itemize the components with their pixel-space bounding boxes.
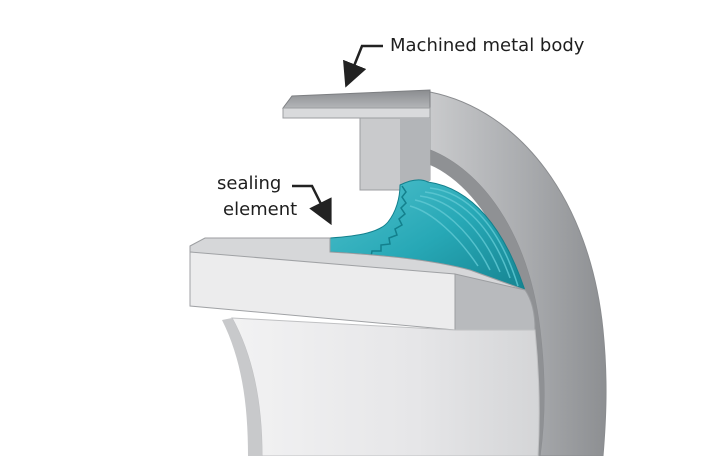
sealing-element-label-line2: element: [223, 199, 298, 220]
metal-body-arrow: [343, 44, 383, 88]
sealing-element-fins: [409, 187, 519, 287]
sealing-element-label-line1: sealing: [217, 173, 282, 194]
metal-body-leg-shade: [400, 118, 430, 190]
sealing-element-callout-label: sealing element: [217, 172, 297, 222]
sealing-element-arrow: [292, 184, 332, 226]
bore-inner-edge: [222, 318, 262, 456]
bore-curved-surface: [231, 317, 540, 456]
metal-body-callout-label: Machined metal body: [390, 35, 585, 56]
metal-body-top-front: [282, 107, 431, 119]
metal-body-top-flange: [282, 89, 431, 109]
